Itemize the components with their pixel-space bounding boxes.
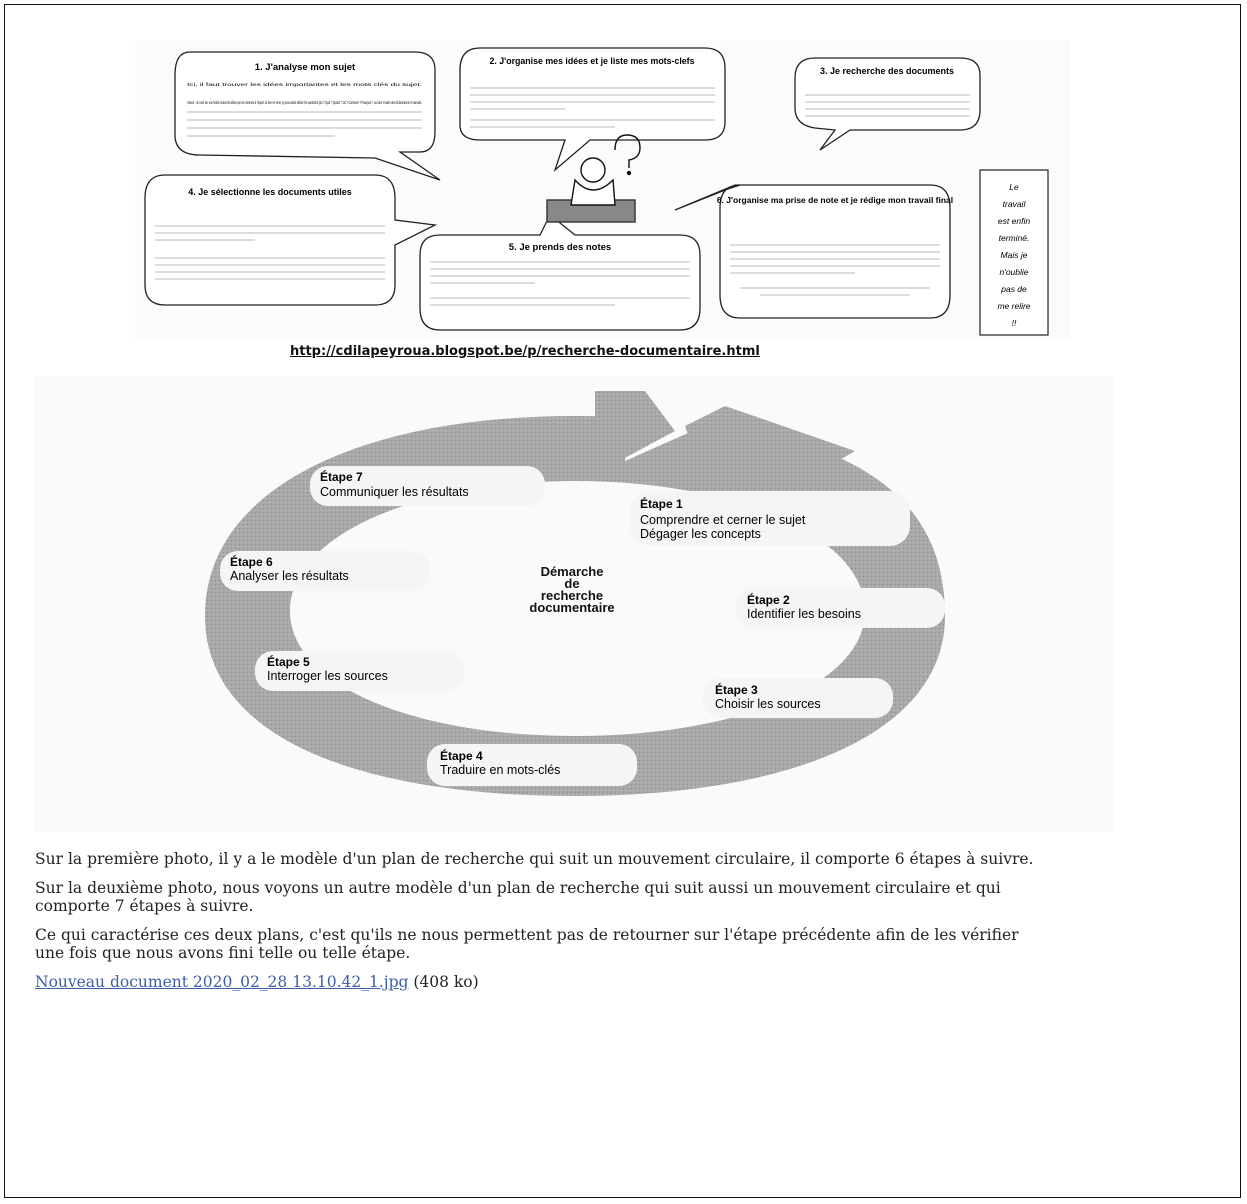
research-steps-bubbles-image: 1. J'analyse mon sujet Ici, il faut trou… bbox=[135, 40, 1070, 340]
arrow-head bbox=[595, 391, 675, 474]
step-7-label: Étape 7 bbox=[320, 469, 363, 484]
side-note-line-9: !! bbox=[1012, 318, 1017, 328]
center-line-1: Démarche bbox=[541, 564, 604, 579]
bubble-6-title: 6. J'organise ma prise de note et je réd… bbox=[717, 195, 953, 205]
center-line-2: de bbox=[564, 576, 579, 591]
side-note-line-1: Le bbox=[1009, 182, 1019, 192]
bubble-4: 4. Je sélectionne les documents utiles bbox=[144, 174, 438, 306]
side-note-line-8: me relire bbox=[997, 301, 1030, 311]
step-1: Étape 1 Comprendre et cerner le sujet Dé… bbox=[630, 491, 910, 546]
paragraph-3: Ce qui caractérise ces deux plans, c'est… bbox=[35, 926, 1019, 962]
step-2-label: Étape 2 bbox=[747, 592, 790, 607]
step-1-line-1: Comprendre et cerner le sujet bbox=[640, 513, 806, 527]
side-note-line-3: est enfin bbox=[998, 216, 1030, 226]
research-cycle-diagram-image: Démarche de recherche documentaire Étape… bbox=[35, 376, 1115, 832]
step-5-text: Interroger les sources bbox=[267, 669, 388, 683]
bubble-4-title: 4. Je sélectionne les documents utiles bbox=[188, 187, 352, 197]
attachment-link[interactable]: Nouveau document 2020_02_28 13.10.42_1.j… bbox=[35, 973, 409, 991]
bubble-6: 6. J'organise ma prise de note et je réd… bbox=[674, 184, 953, 319]
bubble-5-title: 5. Je prends des notes bbox=[509, 242, 611, 253]
bubble-5: 5. Je prends des notes bbox=[419, 213, 701, 331]
center-line-3: recherche bbox=[541, 588, 603, 603]
source-url: http://cdilapeyroua.blogspot.be/p/recher… bbox=[290, 344, 760, 359]
arrow-tail bbox=[685, 406, 855, 486]
bubble-1: 1. J'analyse mon sujet Ici, il faut trou… bbox=[174, 51, 441, 181]
side-note-line-7: pas de bbox=[1000, 284, 1027, 294]
side-note: Le travail est enfin terminé. Mais je n'… bbox=[979, 169, 1049, 336]
center-line-4: documentaire bbox=[529, 600, 614, 615]
side-note-line-4: terminé. bbox=[999, 233, 1030, 243]
step-6-text: Analyser les résultats bbox=[230, 569, 349, 583]
paragraph-2: Sur la deuxième photo, nous voyons un au… bbox=[35, 879, 1001, 915]
step-1-line-2: Dégager les concepts bbox=[640, 527, 761, 541]
center-label: Démarche de recherche documentaire bbox=[529, 564, 614, 615]
document-frame bbox=[4, 4, 1241, 1198]
body-text: Sur la première photo, il y a le modèle … bbox=[35, 850, 1035, 1002]
attachment-size: (408 ko) bbox=[413, 973, 479, 991]
step-1-label: Étape 1 bbox=[640, 496, 683, 511]
side-note-line-5: Mais je bbox=[1001, 250, 1028, 260]
step-6: Étape 6 Analyser les résultats bbox=[220, 551, 430, 591]
step-4: Étape 4 Traduire en mots-clés bbox=[427, 744, 637, 786]
step-4-text: Traduire en mots-clés bbox=[440, 763, 560, 777]
step-4-label: Étape 4 bbox=[440, 748, 483, 763]
bubble-1-title: 1. J'analyse mon sujet bbox=[255, 62, 356, 73]
step-2-text: Identifier les besoins bbox=[747, 607, 861, 621]
bubble-1-tip: Astuce : Je note sur une feuille toutes … bbox=[187, 100, 422, 105]
step-3-text: Choisir les sources bbox=[715, 697, 821, 711]
side-note-line-2: travail bbox=[1003, 199, 1027, 209]
bubble-3: 3. Je recherche des documents bbox=[794, 57, 981, 151]
bubble-2-title: 2. J'organise mes idées et je liste mes … bbox=[489, 56, 694, 66]
bubble-2: 2. J'organise mes idées et je liste mes … bbox=[459, 47, 726, 173]
bubble-1-body: Ici, il faut trouver les idées important… bbox=[187, 82, 422, 87]
thinking-figure bbox=[546, 134, 641, 223]
paragraph-1: Sur la première photo, il y a le modèle … bbox=[35, 850, 1034, 868]
step-7-text: Communiquer les résultats bbox=[320, 485, 469, 499]
step-7: Étape 7 Communiquer les résultats bbox=[310, 466, 545, 506]
step-5: Étape 5 Interroger les sources bbox=[255, 651, 465, 691]
step-3: Étape 3 Choisir les sources bbox=[703, 678, 893, 718]
step-6-label: Étape 6 bbox=[230, 554, 273, 569]
side-note-line-6: n'oublie bbox=[999, 267, 1028, 277]
step-3-label: Étape 3 bbox=[715, 682, 758, 697]
attachment-line: Nouveau document 2020_02_28 13.10.42_1.j… bbox=[35, 973, 1035, 991]
step-5-label: Étape 5 bbox=[267, 654, 310, 669]
bubble-3-title: 3. Je recherche des documents bbox=[820, 66, 954, 76]
step-2: Étape 2 Identifier les besoins bbox=[735, 588, 945, 628]
